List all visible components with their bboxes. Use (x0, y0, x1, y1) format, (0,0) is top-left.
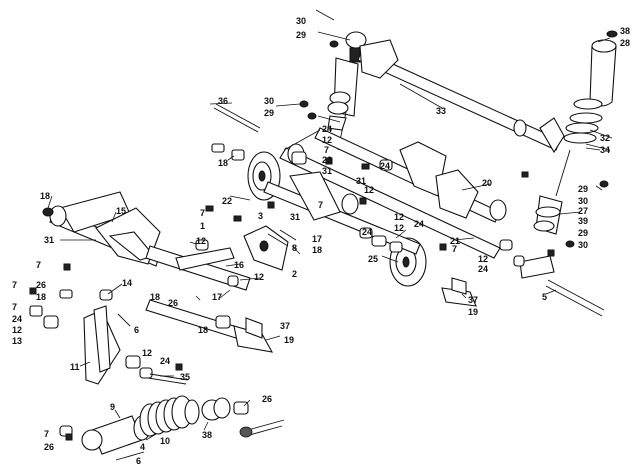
callout-label: 11 (70, 362, 80, 372)
callout-label: 2 (292, 269, 297, 279)
front-shock-spring (81, 395, 231, 455)
callout-label: 17 (312, 234, 322, 244)
rear-shock-upper (327, 31, 367, 151)
callout-label: 29 (578, 184, 588, 194)
callout-label: 7 (12, 302, 17, 312)
callout-label: 18 (198, 325, 208, 335)
callout-label: 7 (452, 244, 457, 254)
callout-label: 34 (600, 145, 610, 155)
callout-label: 12 (12, 325, 22, 335)
front-shock-arm (83, 305, 121, 385)
callout-label: 15 (116, 206, 126, 216)
rear-bracket-bolt (519, 255, 605, 317)
callout-label: 31 (322, 166, 332, 176)
front-shock-body (533, 30, 618, 235)
callout-label: 30 (296, 16, 306, 26)
callout-label: 24 (160, 356, 170, 366)
leader-lines (47, 31, 613, 441)
stop-bracket-front (233, 317, 274, 353)
callout-label: 16 (234, 260, 244, 270)
callout-label: 38 (202, 430, 212, 440)
callout-label: 24 (414, 219, 424, 229)
callout-label: 12 (254, 272, 264, 282)
callout-label: 14 (122, 278, 132, 288)
callout-label: 6 (134, 325, 139, 335)
callout-label: 26 (168, 298, 178, 308)
callout-label: 22 (222, 196, 232, 206)
callout-label: 5 (542, 292, 547, 302)
callout-label: 24 (322, 124, 332, 134)
callout-label: 17 (212, 292, 222, 302)
callout-label: 35 (180, 372, 190, 382)
callout-label: 7 (44, 429, 49, 439)
callout-label: 10 (160, 436, 170, 446)
callout-label: 7 (318, 200, 323, 210)
callout-label: 18 (150, 292, 160, 302)
callout-label: 12 (142, 348, 152, 358)
callout-label: 9 (110, 402, 115, 412)
callout-label: 25 (368, 254, 378, 264)
callout-label: 6 (136, 456, 141, 466)
hardware (29, 9, 611, 461)
callout-label: 26 (36, 280, 46, 290)
callout-label: 20 (482, 178, 492, 188)
upper-cross-shaft (357, 39, 565, 154)
callout-label: 18 (312, 245, 322, 255)
callout-label: 29 (264, 108, 274, 118)
callout-labels: 30 29 38 28 36 30 29 33 24 12 32 34 18 7… (12, 16, 630, 466)
callout-label: 12 (196, 236, 206, 246)
callout-label: 26 (262, 394, 272, 404)
callout-label: 7 (200, 208, 205, 218)
callout-label: 24 (478, 264, 488, 274)
callout-label: 29 (296, 30, 306, 40)
callout-label: 1 (200, 221, 205, 231)
callout-label: 12 (322, 135, 332, 145)
callout-label: 33 (436, 106, 446, 116)
callout-label: 30 (578, 240, 588, 250)
callout-label: 12 (394, 212, 404, 222)
callout-label: 36 (218, 96, 228, 106)
front-arm-assembly (42, 191, 161, 267)
callout-label: 7 (12, 280, 17, 290)
callout-label: 18 (36, 292, 46, 302)
callout-label: 18 (218, 158, 228, 168)
callout-label: 27 (578, 206, 588, 216)
callout-label: 39 (578, 216, 588, 226)
callout-label: 12 (394, 223, 404, 233)
callout-label: 29 (578, 228, 588, 238)
callout-label: 30 (578, 196, 588, 206)
front-slide-tube (145, 245, 251, 339)
callout-label: 28 (620, 38, 630, 48)
callout-label: 13 (12, 336, 22, 346)
callout-label: 19 (468, 307, 478, 317)
callout-label: 24 (362, 227, 372, 237)
callout-label: 32 (600, 133, 610, 143)
callout-label: 37 (468, 295, 478, 305)
callout-label: 24 (380, 161, 390, 171)
callout-label: 19 (284, 335, 294, 345)
callout-label: 31 (44, 235, 54, 245)
callout-label: 31 (290, 212, 300, 222)
callout-label: 12 (364, 185, 374, 195)
callout-label: 30 (264, 96, 274, 106)
callout-label: 8 (292, 243, 297, 253)
callout-label: 7 (36, 260, 41, 270)
pivot-bracket (243, 225, 289, 271)
callout-label: 3 (258, 211, 263, 221)
part-drawings (29, 9, 618, 461)
callout-label: 21 (450, 236, 460, 246)
callout-label: 4 (140, 442, 145, 452)
callout-label: 18 (40, 191, 50, 201)
callout-label: 23 (322, 155, 332, 165)
callout-label: 12 (478, 254, 488, 264)
callout-label: 37 (280, 321, 290, 331)
callout-label: 7 (324, 145, 329, 155)
stop-bracket-rear (441, 277, 477, 307)
rear-axle-tube (279, 127, 507, 259)
callout-label: 38 (620, 26, 630, 36)
callout-label: 31 (356, 176, 366, 186)
callout-label: 24 (12, 314, 22, 324)
callout-label: 26 (44, 442, 54, 452)
